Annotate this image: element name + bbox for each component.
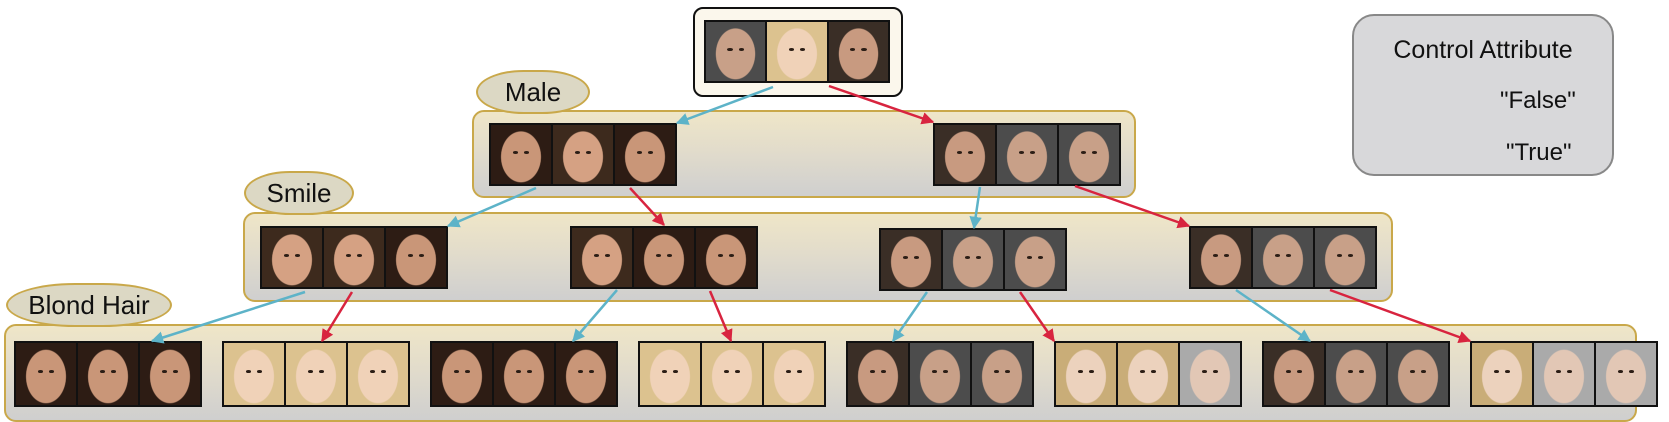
face-image <box>1056 343 1116 405</box>
male-false-strip <box>489 123 677 186</box>
face-image <box>997 125 1057 184</box>
face-image <box>828 22 888 81</box>
legend-box: Control Attribute "False" "True" <box>1352 14 1614 176</box>
face-image <box>556 343 616 405</box>
face-image <box>943 230 1003 289</box>
blond-strip-2 <box>222 341 410 407</box>
true-arrow <box>708 290 733 343</box>
level-label-smile: Smile <box>244 171 354 215</box>
face-image <box>1253 228 1313 287</box>
false-arrow <box>1235 288 1312 343</box>
level-label-smile-text: Smile <box>266 177 332 208</box>
male-true-strip <box>933 123 1121 186</box>
smile-strip-4 <box>1189 226 1377 289</box>
legend-true-label: "True" <box>1506 139 1572 166</box>
false-arrow <box>572 289 618 342</box>
face-image <box>286 343 346 405</box>
face-image <box>494 343 554 405</box>
face-image <box>972 343 1032 405</box>
face-image <box>848 343 908 405</box>
face-image <box>1472 343 1532 405</box>
face-image <box>432 343 492 405</box>
face-image <box>696 228 756 287</box>
face-image <box>1315 228 1375 287</box>
blond-strip-6 <box>1054 341 1242 407</box>
blond-strip-8 <box>1470 341 1658 407</box>
face-image <box>262 228 322 287</box>
true-arrow <box>320 291 354 343</box>
face-image <box>1118 343 1178 405</box>
face-image <box>706 22 766 81</box>
level-label-male-text: Male <box>504 76 562 107</box>
face-image <box>935 125 995 184</box>
face-image <box>224 343 284 405</box>
true-arrow <box>1074 184 1191 229</box>
face-image <box>1180 343 1240 405</box>
blond-strip-4 <box>638 341 826 407</box>
blond-strip-1 <box>14 341 202 407</box>
legend-title: Control Attribute <box>1393 36 1573 64</box>
face-image <box>767 22 827 81</box>
face-image <box>881 230 941 289</box>
smile-strip-1 <box>260 226 448 289</box>
face-image <box>764 343 824 405</box>
legend-false-label: "False" <box>1500 87 1576 114</box>
blond-strip-3 <box>430 341 618 407</box>
face-image <box>702 343 762 405</box>
face-image <box>1388 343 1448 405</box>
face-image <box>78 343 138 405</box>
smile-strip-2 <box>570 226 758 289</box>
true-arrow <box>1329 288 1472 344</box>
face-image <box>1264 343 1324 405</box>
face-image <box>1596 343 1656 405</box>
face-image <box>910 343 970 405</box>
level-label-male: Male <box>476 70 590 114</box>
face-image <box>16 343 76 405</box>
face-image <box>615 125 675 184</box>
face-image <box>1191 228 1251 287</box>
false-arrow <box>675 85 774 125</box>
face-image <box>640 343 700 405</box>
face-image <box>491 125 551 184</box>
level-label-blond-hair-text: Blond Hair <box>28 289 150 320</box>
face-image <box>386 228 446 287</box>
face-image <box>324 228 384 287</box>
level-label-blond-hair: Blond Hair <box>6 283 172 327</box>
face-image <box>1326 343 1386 405</box>
face-image <box>1005 230 1065 289</box>
face-image <box>140 343 200 405</box>
false-arrow <box>446 186 537 228</box>
root-image-strip <box>704 20 890 83</box>
face-image <box>1534 343 1594 405</box>
blond-strip-7 <box>1262 341 1450 407</box>
false-arrow <box>969 186 982 230</box>
face-image <box>1059 125 1119 184</box>
face-image <box>572 228 632 287</box>
false-arrow <box>150 290 306 344</box>
face-image <box>348 343 408 405</box>
blond-strip-5 <box>846 341 1034 407</box>
true-arrow <box>629 187 665 226</box>
face-image <box>553 125 613 184</box>
false-arrow <box>891 291 929 343</box>
face-image <box>634 228 694 287</box>
true-arrow <box>1018 291 1056 343</box>
true-arrow <box>828 84 935 125</box>
